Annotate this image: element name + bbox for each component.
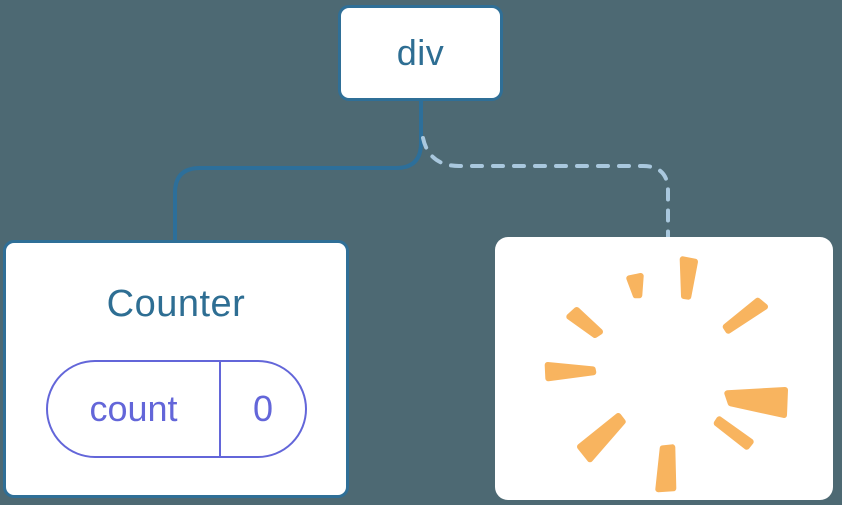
edge-div-to-counter: [173, 101, 423, 241]
state-value: 0: [252, 388, 274, 429]
edge-div-to-removed: [421, 136, 670, 240]
state-pill: count 0: [46, 360, 307, 458]
tree-node-removed: [495, 237, 833, 500]
tree-node-counter: Counter count 0: [3, 240, 349, 498]
node-div-label: div: [396, 32, 445, 73]
tree-node-div: div: [338, 5, 503, 101]
counter-title: Counter: [106, 283, 246, 325]
state-key-label: count: [48, 362, 221, 456]
poof-burst-icon: [544, 256, 788, 493]
